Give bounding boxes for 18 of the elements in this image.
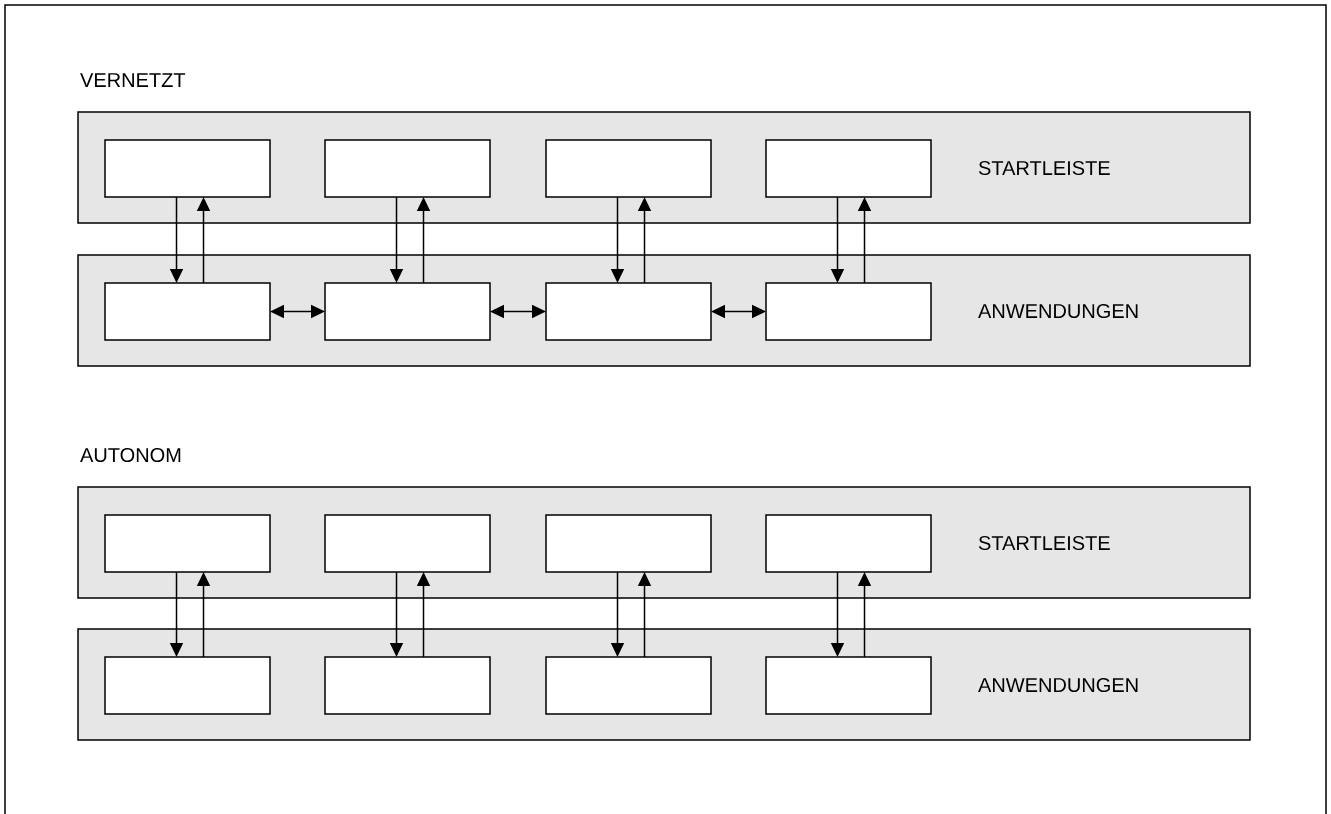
section-title: VERNETZT	[80, 73, 186, 87]
box	[765, 514, 932, 573]
box	[765, 282, 932, 341]
box	[104, 282, 271, 341]
box	[765, 656, 932, 715]
box	[545, 656, 712, 715]
box	[324, 139, 491, 198]
box	[765, 139, 932, 198]
box	[324, 282, 491, 341]
box	[324, 514, 491, 573]
box	[545, 514, 712, 573]
box	[104, 514, 271, 573]
box	[324, 656, 491, 715]
box	[545, 139, 712, 198]
section-title: AUTONOM	[80, 447, 181, 463]
box	[545, 282, 712, 341]
box	[104, 656, 271, 715]
box	[104, 139, 271, 198]
